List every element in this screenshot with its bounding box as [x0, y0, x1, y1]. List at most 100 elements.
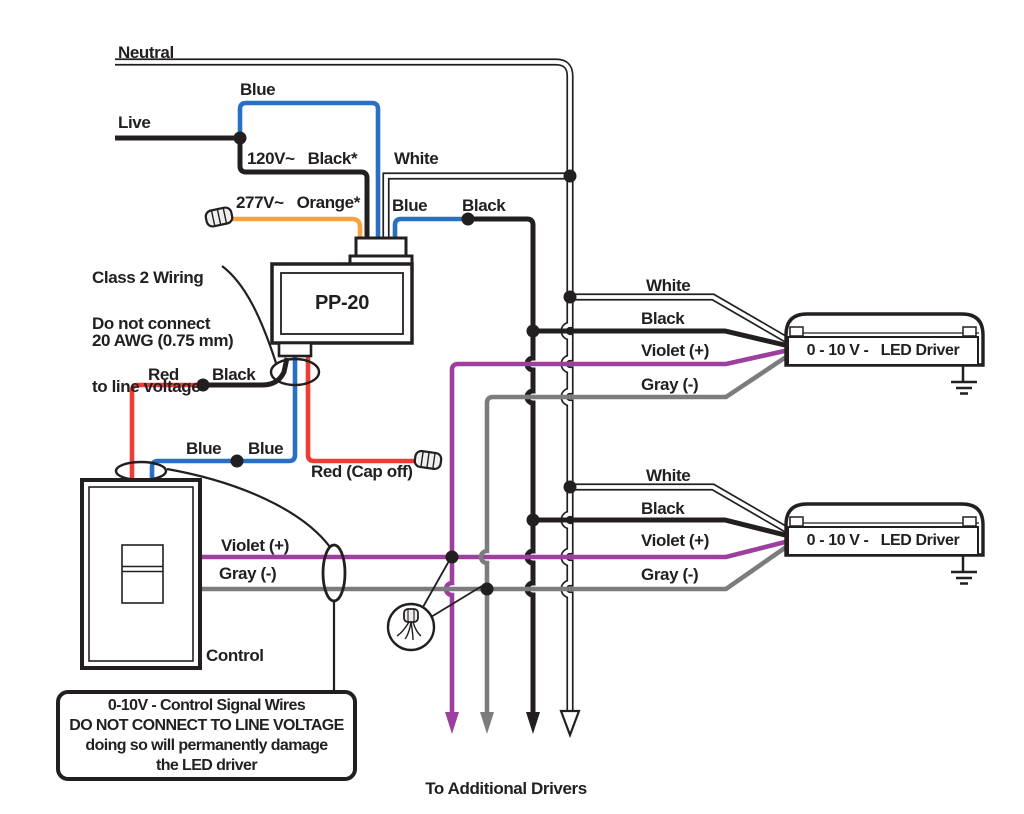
red-label: Red — [148, 365, 179, 384]
driver-label-plate — [787, 336, 979, 366]
to-additional-drivers-arrows — [445, 709, 581, 739]
splice-pointer-lines — [422, 560, 483, 618]
violet-control-wire — [200, 538, 790, 560]
neutral-label: Neutral — [118, 43, 174, 62]
ground-icon — [951, 555, 977, 585]
wire-nut-icon — [204, 206, 234, 228]
note-leader-line — [221, 265, 278, 364]
blue-left-label: Blue — [186, 439, 222, 458]
driver2-black-wire — [533, 517, 790, 539]
annotations — [166, 265, 483, 692]
blue-right-wire — [392, 216, 468, 250]
input-120v-label: 120V~ Black* — [247, 149, 358, 168]
control-box — [80, 460, 202, 670]
ground-icon — [951, 365, 977, 395]
driver-label-plate — [787, 526, 979, 556]
led-driver-1 — [784, 312, 985, 395]
orange-277v-wire — [231, 216, 363, 250]
blue-wires — [149, 100, 468, 482]
warning-box — [56, 690, 357, 781]
arrow-down-icon — [480, 712, 494, 734]
driver1-white-label: White — [646, 276, 691, 295]
splice-dot — [196, 378, 210, 392]
wire-nut-detail-icon — [386, 602, 436, 652]
driver-clip-left — [789, 326, 804, 337]
black-120v-wire — [237, 138, 370, 250]
pp20-label: PP-20 — [314, 292, 370, 314]
red-control-wire — [129, 382, 203, 482]
control-leader-line — [166, 467, 331, 548]
warning-line1: 0-10V - Control Signal Wires — [107, 697, 306, 714]
driver-clip-right — [962, 326, 977, 337]
class2-line2: 20 AWG (0.75 mm) — [92, 331, 234, 350]
no-line-voltage-note: Do not connect to line voltage — [92, 271, 211, 418]
gray-control-wire — [200, 543, 791, 592]
red-capoff-label: Red (Cap off) — [311, 462, 413, 481]
pp20-power-pack — [269, 236, 414, 387]
black-label: Black — [462, 196, 506, 215]
live-label: Live — [118, 113, 151, 132]
black-wires — [115, 135, 790, 714]
red-wires — [129, 352, 418, 482]
warning-line4: the LED driver — [156, 757, 258, 774]
blue-jumper-label: Blue — [240, 80, 276, 99]
class2-wiring-note: Class 2 Wiring 20 AWG (0.75 mm) — [92, 225, 234, 372]
red-capoff-wire — [305, 352, 418, 464]
arrow-down-icon — [526, 712, 540, 734]
warning-text: 0-10V - Control Signal Wires DO NOT CONN… — [62, 696, 351, 776]
warning-line3: doing so will permanently damage — [85, 737, 328, 754]
led-driver-2 — [784, 502, 985, 585]
control-inner-border — [88, 486, 194, 662]
wire-nut-capoff-icon — [413, 449, 443, 471]
splice-dot — [526, 324, 540, 338]
arrow-down-icon — [559, 709, 581, 739]
splice-dot — [461, 212, 475, 226]
footer-line1: To Additional Drivers — [425, 779, 587, 798]
control-paddle-divider — [122, 565, 163, 573]
input-277v-label: 277V~ Orange* — [236, 193, 360, 212]
driver1-black-wire — [533, 328, 790, 349]
control-violet-label: Violet (+) — [221, 536, 289, 555]
driver2-violet-label: Violet (+) — [641, 531, 709, 550]
signal-wires-loop — [321, 543, 347, 603]
driver2-white-label: White — [646, 466, 691, 485]
splice-dot — [563, 290, 577, 304]
splice-dot — [230, 454, 244, 468]
splice-dot — [563, 169, 577, 183]
driver2-gray-label: Gray (-) — [641, 565, 699, 584]
class2-line1: Class 2 Wiring — [92, 268, 204, 287]
gray-trunk-wire — [478, 353, 791, 714]
black-splice-wire — [203, 357, 290, 388]
pp20-inner-border — [280, 272, 404, 335]
no-line-line2: to line voltage — [92, 377, 201, 396]
arrow-down-icon — [445, 712, 459, 734]
control-cable-loop — [114, 460, 168, 482]
violet-wires — [200, 347, 790, 714]
warning-line2: DO NOT CONNECT TO LINE VOLTAGE — [69, 717, 344, 734]
splice-dots — [196, 131, 577, 596]
splice-dot — [526, 513, 540, 527]
black-out-label: Black — [212, 365, 256, 384]
control-paddle — [121, 544, 164, 604]
driver1-black-label: Black — [641, 309, 685, 328]
blue-right-label: Blue — [248, 439, 284, 458]
blue-control-wire — [149, 352, 298, 482]
no-line-line1: Do not connect — [92, 314, 211, 333]
driver2-label: 0 - 10 V - LED Driver — [806, 532, 960, 549]
blue-jumper-wire — [237, 100, 381, 250]
black-trunk-wire — [468, 216, 536, 714]
driver1-gray-label: Gray (-) — [641, 375, 699, 394]
violet-trunk-wire — [443, 347, 790, 714]
control-label: Control — [206, 646, 264, 665]
gray-wires — [200, 353, 791, 714]
driver-clip-left — [789, 516, 804, 527]
splice-dot — [480, 582, 494, 596]
control-gray-label: Gray (-) — [219, 564, 277, 583]
driver1-violet-label: Violet (+) — [641, 341, 709, 360]
white-label: White — [394, 149, 439, 168]
additional-drivers-note: To Additional Drivers (Total of 30 Drive… — [341, 740, 671, 814]
splice-dot — [445, 550, 459, 564]
splice-dot — [563, 480, 577, 494]
